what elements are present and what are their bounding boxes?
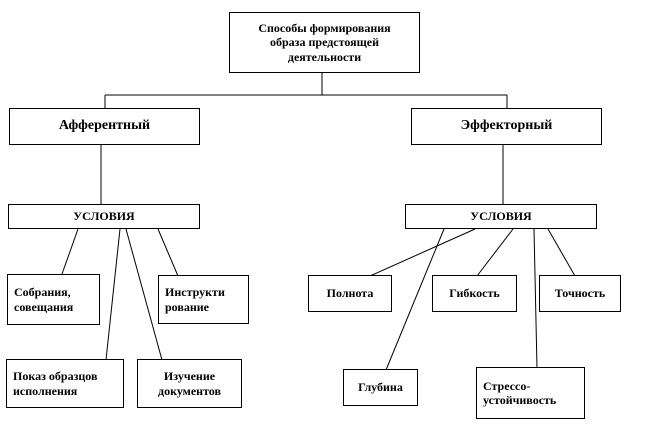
conditions-left-node: УСЛОВИЯ	[8, 204, 200, 229]
efferent-node: Эффекторный	[411, 108, 602, 145]
conditions-right-node: УСЛОВИЯ	[405, 204, 597, 229]
accuracy-node: Точность	[539, 275, 621, 312]
flexibility-node: Гибкость	[432, 275, 517, 312]
connector-instruction	[157, 228, 179, 277]
connector-depth	[385, 228, 445, 371]
afferent-node: Афферентный	[9, 108, 200, 145]
connector-samples	[105, 228, 121, 361]
stress-node: Стрессо- устойчивость	[476, 367, 585, 419]
completeness-node: Полнота	[308, 275, 392, 312]
connector-stress	[533, 228, 538, 369]
connector-meetings	[61, 228, 79, 275]
connector-accuracy	[547, 228, 576, 277]
meetings-node: Собрания, совещания	[7, 274, 100, 325]
connector-flexibility	[476, 228, 514, 277]
samples-node: Показ образцов исполнения	[6, 359, 124, 408]
root-node: Способы формирования образа предстоящей …	[229, 12, 420, 73]
connector-documents	[125, 228, 163, 361]
instruction-node: Инструкти рование	[158, 275, 249, 324]
connector-completeness	[369, 228, 476, 277]
documents-node: Изучение документов	[137, 359, 242, 408]
depth-node: Глубина	[343, 369, 418, 406]
